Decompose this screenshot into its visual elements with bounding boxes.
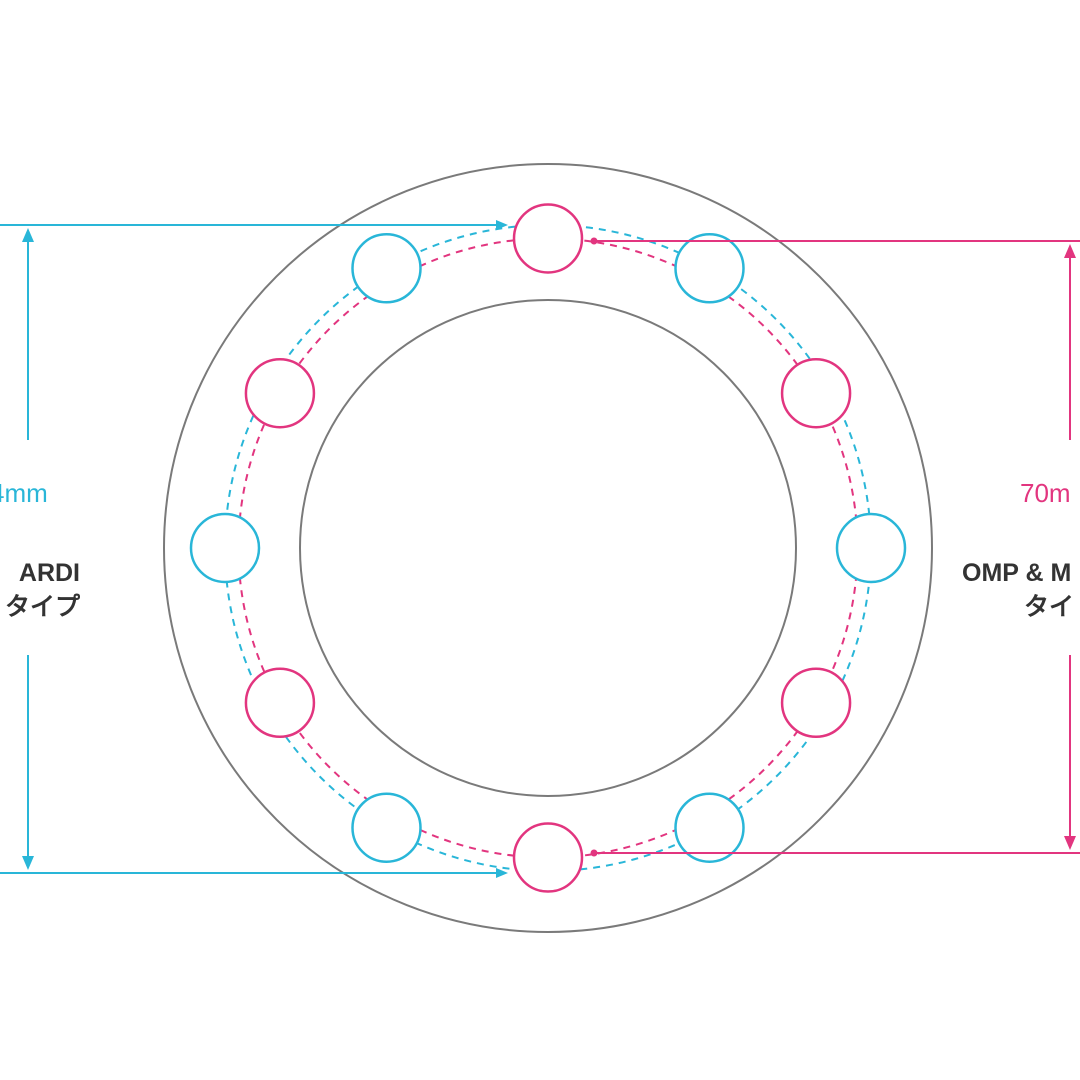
bolt-holes [189,203,907,893]
bolt-hole-left [351,233,422,304]
left-pcd-dimension-label: 4mm [0,478,48,508]
bolt-hole-right [512,203,584,274]
bolt-hole-right [780,667,852,739]
right-dimension-arrow-down [1064,836,1076,850]
outer-ring [163,163,933,933]
left-dimension-arrow-down [22,856,34,870]
pcd-circle-right [237,237,859,859]
left-bottom-arrowhead [496,868,508,878]
left-type-line2: タイプ [4,593,80,621]
pcd-dashed-circles [224,224,872,872]
left-top-arrowhead [496,220,508,230]
left-dimension-arrow-up [22,228,34,242]
bolt-hole-left [674,792,745,863]
bolt-hole-left [835,512,907,584]
dimension-lines [0,220,1080,878]
right-top-dot [590,237,598,245]
bolt-hole-right [780,357,852,429]
bolt-hole-left [674,233,745,304]
bolt-hole-left [351,792,422,863]
right-bottom-dot [590,849,598,857]
bolt-hole-right [512,822,584,893]
left-type-line1: ARDI [18,559,80,587]
right-type-label: OMP & M タイ [962,556,1080,624]
right-type-line1: OMP & M [962,559,1072,587]
inner-ring [299,299,797,797]
pcd-circle-left [224,224,872,872]
right-dimension-arrow-up [1064,244,1076,258]
bolt-hole-left [189,512,261,584]
bolt-hole-right [244,357,316,429]
hub-rings [163,163,933,933]
right-pcd-dimension-label: 70m [1020,478,1071,508]
bolt-hole-right [244,667,316,739]
left-type-label: ARDI タイプ [0,556,80,624]
right-type-line2: タイ [1024,593,1075,621]
